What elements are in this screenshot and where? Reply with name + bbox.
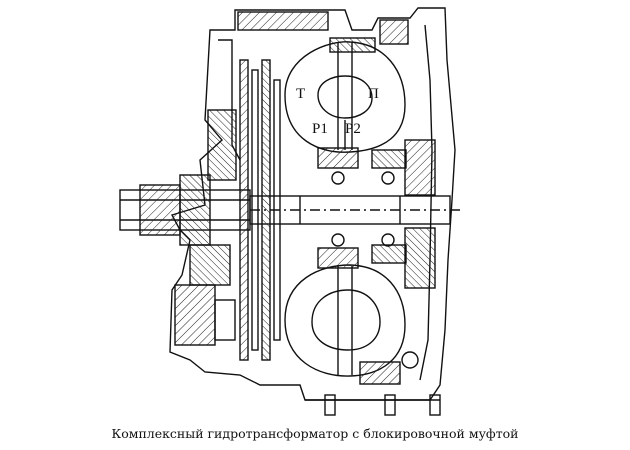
pump-housing: [174, 284, 216, 346]
bottom-block: [359, 361, 401, 385]
lower-torus: [284, 264, 406, 377]
lockup-clutch-plates: [239, 59, 281, 361]
label-p2: P2: [345, 121, 361, 137]
torque-converter-drawing: T П P1 P2: [119, 7, 460, 416]
shaft-flange: [139, 184, 181, 236]
label-n: П: [368, 86, 379, 102]
hub-right: [404, 139, 436, 196]
label-t: T: [296, 86, 305, 102]
top-right-block: [379, 19, 409, 45]
bolts: [324, 351, 441, 416]
upper-left-block: [207, 109, 237, 181]
top-flange: [237, 11, 329, 31]
bearings: [317, 147, 407, 269]
label-p1: P1: [312, 121, 328, 137]
upper-torus: [284, 41, 406, 153]
lower-left-block: [189, 244, 231, 286]
housing-right-inner: [419, 24, 433, 381]
hub-right-lower: [404, 227, 436, 289]
figure-caption: Комплексный гидротрансформатор с блокиро…: [111, 426, 519, 441]
